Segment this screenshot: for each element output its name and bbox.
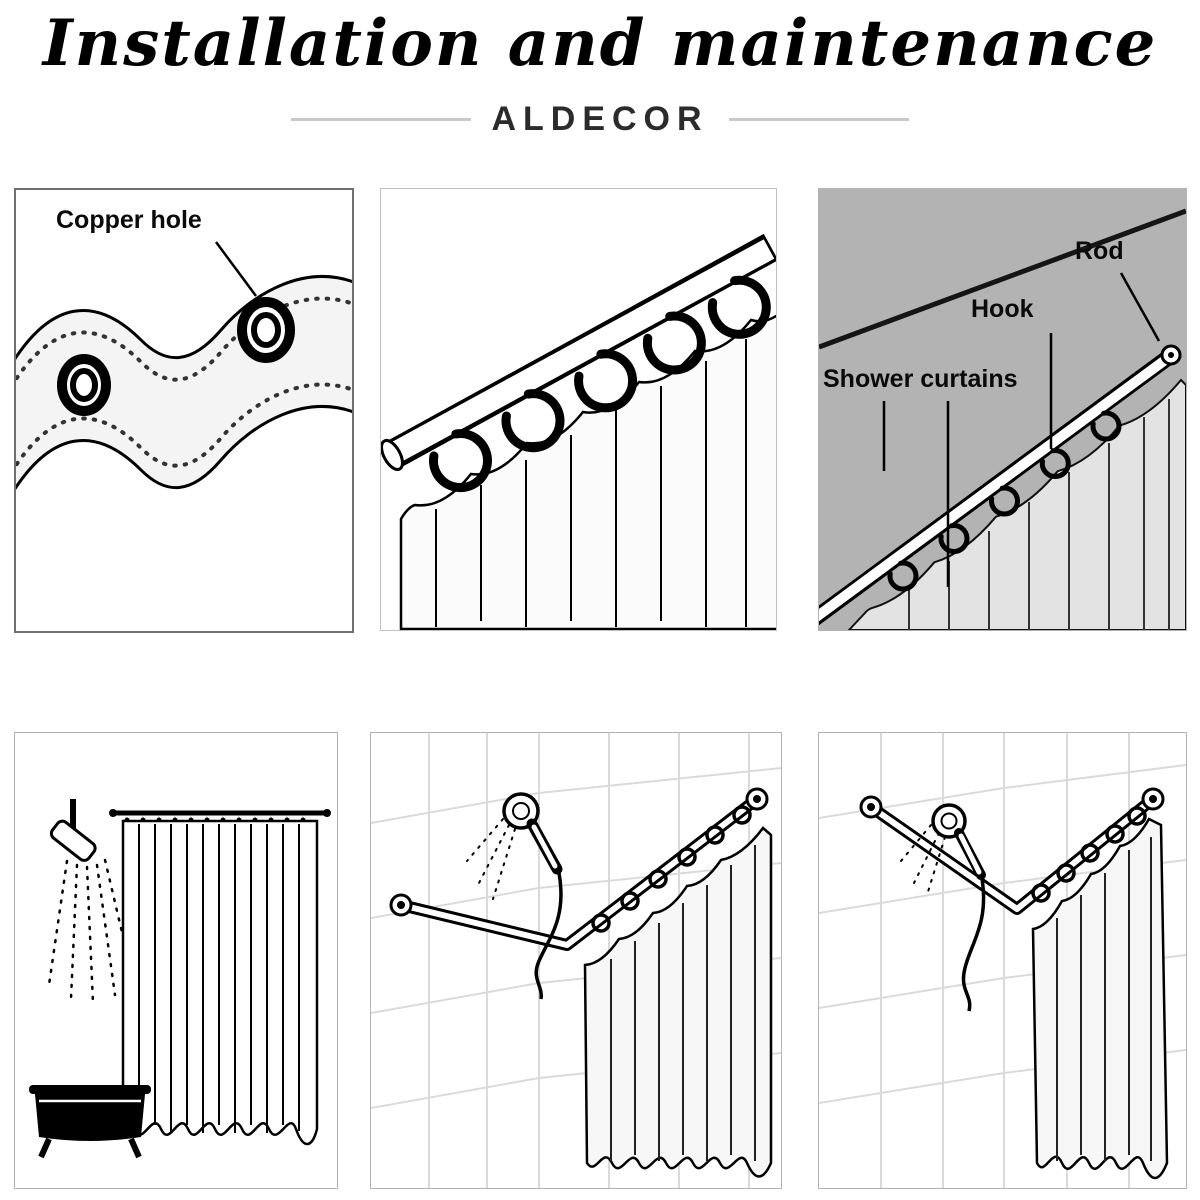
corner-install-b-illustration [819, 733, 1186, 1188]
c-hook [1039, 448, 1071, 479]
curtain-fold-lines [1056, 837, 1152, 1161]
labeled-parts-illustration [819, 189, 1186, 630]
pointer-lines [882, 272, 1161, 587]
wall-edge-line [819, 208, 1186, 350]
c-hooks [887, 410, 1122, 592]
bathtub [29, 1085, 151, 1159]
shower-hose [961, 878, 986, 1012]
shower-curtains-label: Shower curtains [823, 365, 1018, 393]
shower-curtain [583, 826, 773, 1178]
shower-head [49, 799, 97, 862]
rod-label: Rod [1075, 237, 1124, 265]
curtain-fold-lines [610, 845, 756, 1161]
c-hook [574, 349, 638, 413]
curtain-fold-lines [138, 824, 300, 1133]
straight-install-illustration [29, 799, 331, 1159]
rod-pointer-line [1119, 272, 1161, 342]
panel-corner-install-b [818, 732, 1187, 1189]
shower-curtain [121, 819, 319, 1146]
handheld-shower [502, 792, 563, 1000]
stitch-line-bottom [16, 382, 352, 470]
stitch-line-top [16, 296, 352, 384]
c-hook [501, 389, 565, 453]
hooks-on-rod-illustration [381, 233, 776, 630]
panel-hooks-on-rod [380, 188, 777, 631]
panel-straight-install [14, 732, 338, 1189]
handheld-shower [931, 803, 986, 1012]
copper-hole-illustration [16, 241, 352, 491]
curtain-rings [591, 805, 752, 933]
copper-hole-pointer-line [214, 241, 258, 297]
shower-hose [534, 872, 563, 1000]
c-hook [1090, 410, 1122, 442]
grommet-left [57, 354, 111, 416]
page-title: Installation and maintenance [42, 6, 1158, 81]
c-hook [938, 523, 970, 554]
corner-rod [389, 787, 769, 951]
curtain-rings [1031, 806, 1147, 903]
copper-hole-label: Copper hole [56, 206, 202, 234]
curtain-fold-lines [435, 339, 747, 627]
corner-install-a-illustration [371, 733, 781, 1188]
brand-row: ALDECOR [0, 100, 1200, 139]
curtain-rod [819, 344, 1182, 626]
panel-labeled-parts: Rod Hook Shower curtains [818, 188, 1187, 631]
shower-curtain [1031, 817, 1169, 1180]
water-spray [900, 824, 946, 896]
c-hook [707, 275, 771, 339]
brand-divider-left [291, 118, 472, 121]
curtain-fold-lines [908, 399, 1170, 630]
c-hook [642, 311, 706, 375]
hook-label: Hook [971, 295, 1034, 323]
brand-name: ALDECOR [491, 100, 709, 138]
water-spray [466, 818, 516, 900]
panel-corner-install-a [370, 732, 782, 1189]
grommet-right [237, 297, 295, 363]
c-hooks [429, 275, 771, 493]
c-hook [989, 485, 1020, 517]
c-hook [887, 560, 919, 592]
brand-divider-right [728, 118, 909, 121]
water-spray [47, 858, 135, 1005]
shower-curtain [399, 314, 776, 630]
panel-copper-hole: Copper hole [14, 188, 354, 633]
curtain-rod [381, 233, 776, 472]
c-hook [429, 429, 492, 493]
rod-end-flange-center [1168, 352, 1174, 358]
